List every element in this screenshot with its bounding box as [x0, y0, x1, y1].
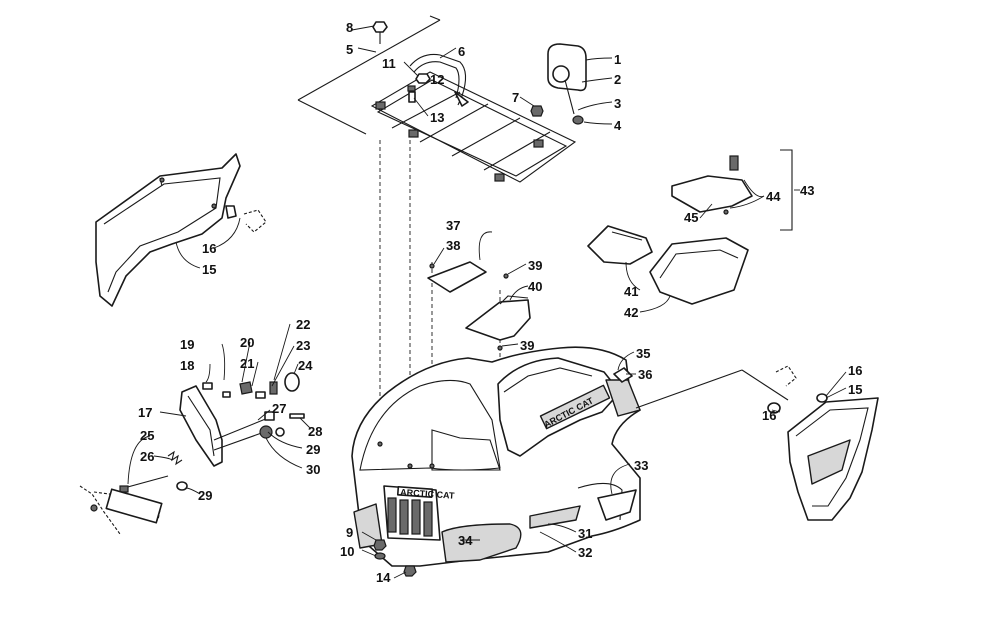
callout-35: 35 — [636, 346, 650, 361]
callout-30: 30 — [306, 462, 320, 477]
callout-37: 37 — [446, 218, 460, 233]
callout-39-top: 39 — [528, 258, 542, 273]
callout-4: 4 — [614, 118, 622, 133]
callout-34: 34 — [458, 533, 473, 548]
callout-41: 41 — [624, 284, 638, 299]
callout-20: 20 — [240, 335, 254, 350]
callout-7: 7 — [512, 90, 519, 105]
headlight-assembly — [79, 372, 305, 535]
callout-44: 44 — [766, 189, 781, 204]
front-rack — [297, 15, 577, 183]
callout-31: 31 — [578, 526, 592, 541]
callout-40: 40 — [528, 279, 542, 294]
callout-6: 6 — [458, 44, 465, 59]
callout-25: 25 — [140, 428, 154, 443]
callout-14: 14 — [376, 570, 391, 585]
callout-39-bottom: 39 — [520, 338, 534, 353]
callout-17: 17 — [138, 405, 152, 420]
callout-27: 27 — [272, 401, 286, 416]
callout-45: 45 — [684, 210, 698, 225]
storage-compartment — [587, 155, 753, 305]
leader-lines — [127, 25, 847, 579]
callout-labels: 8 5 6 11 12 13 7 1 2 3 4 16 15 19 18 20 … — [138, 20, 862, 585]
callout-36: 36 — [638, 367, 652, 382]
lower-hardware — [373, 367, 633, 577]
callout-43: 43 — [800, 183, 814, 198]
callout-1: 1 — [614, 52, 621, 67]
callout-18: 18 — [180, 358, 194, 373]
grille-badge: ARCTIC CAT — [400, 487, 455, 501]
callout-8: 8 — [346, 20, 353, 35]
callout-15-left: 15 — [202, 262, 216, 277]
callout-2: 2 — [614, 72, 621, 87]
callout-33: 33 — [634, 458, 648, 473]
callout-32: 32 — [578, 545, 592, 560]
callout-23: 23 — [296, 338, 310, 353]
callout-16-right: 16 — [848, 363, 862, 378]
left-side-panel — [95, 153, 267, 307]
callout-28: 28 — [308, 424, 322, 439]
front-fender: ARCTIC CAT ARCTIC CAT — [351, 346, 641, 567]
callout-26: 26 — [140, 449, 154, 464]
callout-24: 24 — [298, 358, 313, 373]
callout-10: 10 — [340, 544, 354, 559]
access-covers — [427, 261, 531, 351]
callout-12: 12 — [430, 72, 444, 87]
callout-11: 11 — [382, 56, 396, 71]
callout-3: 3 — [614, 96, 621, 111]
callout-5: 5 — [346, 42, 353, 57]
mirror-assembly — [547, 43, 587, 125]
rack-hardware — [372, 21, 544, 117]
callout-15-right: 15 — [848, 382, 862, 397]
callout-29-right: 29 — [306, 442, 320, 457]
group-bracket-43 — [780, 149, 793, 231]
right-side-panel — [635, 365, 879, 521]
callout-38: 38 — [446, 238, 460, 253]
callout-42: 42 — [624, 305, 638, 320]
callout-22: 22 — [296, 317, 310, 332]
callout-16-left: 16 — [202, 241, 216, 256]
callout-16-mid: 16 — [762, 408, 776, 423]
callout-29-left: 29 — [198, 488, 212, 503]
callout-21: 21 — [240, 356, 254, 371]
callout-13: 13 — [430, 110, 444, 125]
callout-9: 9 — [346, 525, 353, 540]
callout-19: 19 — [180, 337, 194, 352]
